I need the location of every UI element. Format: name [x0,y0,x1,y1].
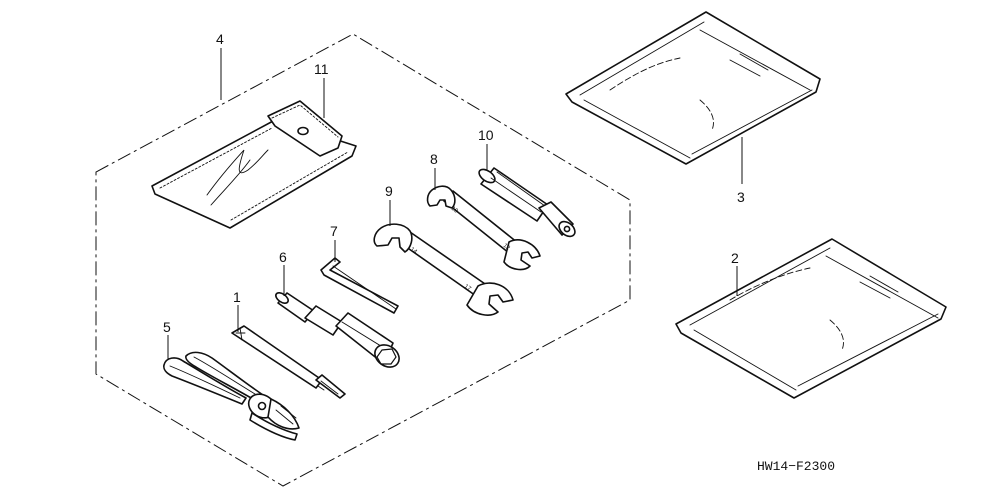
callout-7: 7 [330,223,338,239]
callout-11: 11 [314,61,329,77]
callout-8: 8 [430,151,438,167]
callout-5: 5 [163,319,171,335]
wrench-8-small-mark: 10 [450,206,459,215]
spark-plug-wrench [275,292,400,368]
callout-4: 4 [216,31,224,47]
wrench-9-large-mark: 17 [463,284,472,293]
leader-lines [167,48,743,360]
callout-10: 10 [478,127,494,143]
tool-bag [151,100,357,229]
wrench-14x17: 14 17 [373,223,514,316]
pouch-large [565,11,821,165]
wrench-9-small-mark: 14 [409,247,418,256]
wrench-8-large-mark: 12 [502,243,511,252]
hex-key [320,257,399,314]
callout-3: 3 [737,189,745,205]
screwdriver-shaft [231,325,346,399]
callout-2: 2 [731,250,739,266]
drawing-code: HW14−F2300 [757,459,835,474]
callout-1: 1 [233,289,241,305]
tool-kit-boundary [95,33,631,487]
callout-6: 6 [279,249,287,265]
pliers [163,351,300,441]
pouch-small [675,238,947,399]
screwdriver-handle [478,167,576,238]
callout-9: 9 [385,183,393,199]
wrench-10x12: 10 12 [426,185,541,271]
